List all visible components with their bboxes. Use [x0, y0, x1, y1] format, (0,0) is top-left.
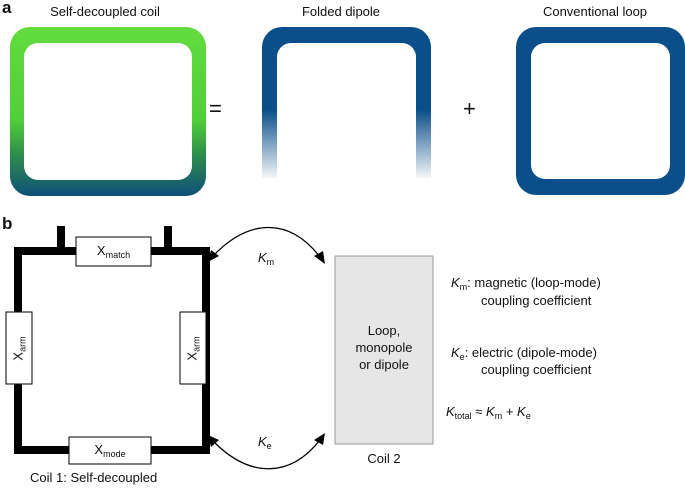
folded-dipole-shape [262, 27, 431, 178]
total-k-subscript: total [454, 411, 472, 421]
panel-label-a: a [2, 0, 12, 17]
coil2-text-line3: or dipole [359, 357, 409, 372]
x-arm-left-symbol: X [10, 351, 26, 361]
x-arm-left-box [5, 311, 33, 385]
x-arm-right-label: Xarm [185, 312, 202, 386]
x-match-subscript: match [105, 250, 131, 260]
total-km-symbol: K [486, 404, 495, 419]
folded-dipole-title: Folded dipole [301, 4, 381, 19]
coil2-text: Loop, monopole or dipole [335, 322, 433, 373]
equals-sign: = [209, 96, 222, 121]
x-arm-left-subscript: arm [17, 336, 28, 352]
x-match-box [75, 236, 152, 267]
coil1-caption: Coil 1: Self-decoupled [30, 470, 158, 485]
ke-arrowhead-right [314, 433, 325, 445]
legend-ke-subscript: e [459, 352, 465, 362]
conventional-loop-title: Conventional loop [542, 4, 648, 19]
total-coupling-equation: Ktotal ≈ Km + Ke [446, 404, 531, 421]
plus-operator: + [502, 404, 518, 419]
legend-km-subscript: m [459, 282, 468, 292]
km-subscript: m [266, 257, 275, 267]
x-mode-box [68, 436, 152, 465]
ke-symbol: K [258, 434, 267, 449]
approx-sign: ≈ [471, 404, 487, 419]
total-ke-symbol: K [517, 404, 526, 419]
km-symbol: K [258, 250, 267, 265]
coil2-caption: Coil 2 [367, 451, 401, 466]
x-arm-left-label: Xarm [11, 312, 28, 386]
total-ke-subscript: e [525, 411, 531, 421]
ke-label: Ke [258, 434, 272, 451]
plus-sign: + [463, 96, 476, 121]
total-km-subscript: m [494, 411, 503, 421]
x-mode-symbol: X [94, 442, 104, 457]
km-coupling-arrow [213, 226, 321, 258]
panel-label-b: b [2, 214, 13, 233]
legend-ke-text: : electric (dipole-mode) [464, 345, 597, 360]
self-decoupled-coil-shape [10, 27, 206, 196]
coil2-text-line2: monopole [355, 340, 413, 355]
ke-arrowhead-left [208, 435, 219, 447]
x-arm-right-box [179, 311, 207, 385]
x-mode-subscript: mode [103, 449, 126, 459]
x-arm-right-symbol: X [184, 351, 200, 361]
legend-ke-line1: Ke: electric (dipole-mode) [451, 345, 597, 362]
x-match-label: Xmatch [76, 243, 151, 260]
ke-coupling-arrow [213, 439, 321, 470]
km-arrowhead-left [208, 250, 219, 262]
x-mode-label: Xmode [69, 442, 151, 459]
legend-ke-symbol: K [451, 345, 460, 360]
legend-km-line2: coupling coefficient [481, 293, 592, 308]
x-match-symbol: X [96, 243, 106, 258]
km-label: Km [258, 250, 274, 267]
coil2-box [334, 255, 434, 445]
km-arrowhead-right [314, 251, 325, 264]
legend-km-line1: Km: magnetic (loop-mode) [451, 275, 601, 292]
coil2-text-line1: Loop, [367, 323, 401, 338]
legend-ke-line2: coupling coefficient [481, 362, 592, 377]
ke-subscript: e [266, 441, 272, 451]
legend-km-symbol: K [451, 275, 460, 290]
total-k-symbol: K [446, 404, 455, 419]
self-decoupled-coil-title: Self-decoupled coil [50, 4, 160, 19]
conventional-loop-shape [516, 27, 685, 195]
x-arm-right-subscript: arm [191, 336, 202, 352]
legend-km-text: : magnetic (loop-mode) [467, 275, 601, 290]
